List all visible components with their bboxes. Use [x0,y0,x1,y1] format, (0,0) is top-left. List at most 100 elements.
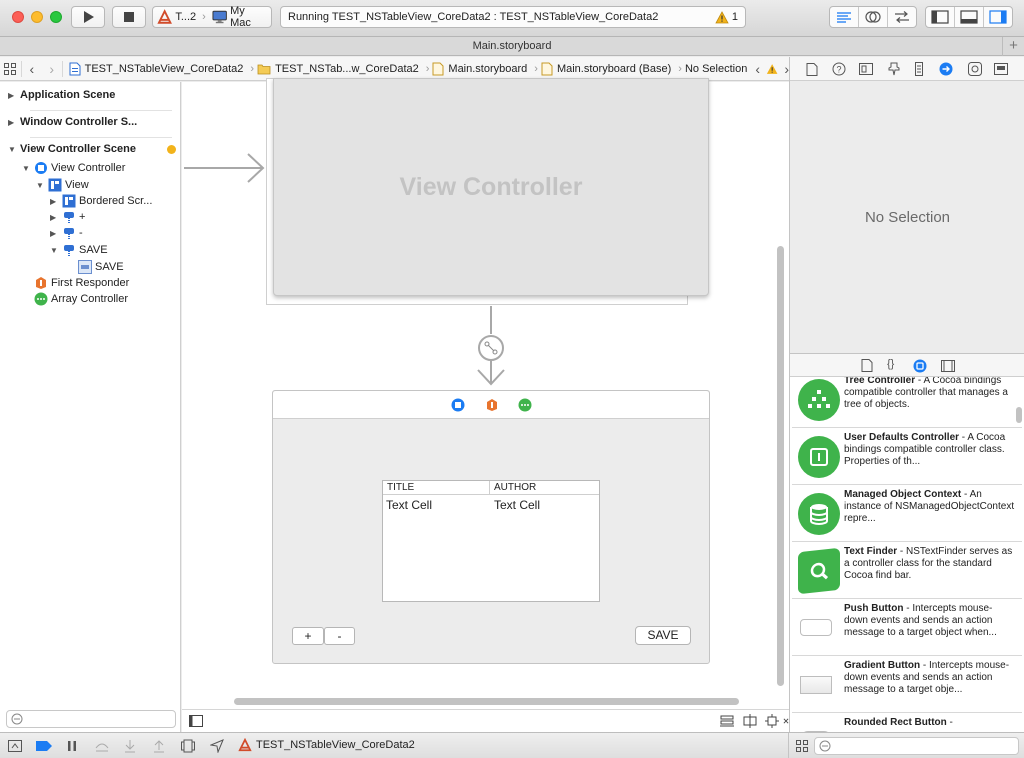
identity-inspector-icon[interactable] [859,63,873,75]
table-view[interactable]: TITLE AUTHOR Text Cell Text Cell [382,480,600,602]
pause-icon[interactable] [66,740,78,752]
library-item-user-defaults-controller[interactable]: User Defaults Controller - A Cocoa bindi… [792,430,1022,485]
scheme-selector[interactable]: T...2 › My Mac [152,5,272,29]
view-controller-scene[interactable]: TITLE AUTHOR Text Cell Text Cell + - SAV… [272,390,710,664]
column-header-author[interactable]: AUTHOR [494,482,537,493]
outline-view[interactable]: ▼ View [36,177,89,193]
library-item-managed-object-context[interactable]: Managed Object Context - An instance of … [792,487,1022,542]
outline-save-button-cell[interactable]: SAVE [78,259,124,275]
table-cell-title[interactable]: Text Cell [386,498,433,512]
forward-button[interactable]: › [42,60,63,77]
location-icon[interactable] [210,739,224,753]
connections-inspector-icon[interactable] [939,62,953,76]
bindings-inspector-icon[interactable] [968,62,982,76]
view-controller-window[interactable]: View Controller [273,78,709,296]
outline-view-controller-scene[interactable]: ▼ View Controller Scene [8,141,176,157]
help-icon[interactable]: ? [832,62,846,76]
effects-inspector-icon[interactable] [994,63,1008,75]
outline-bordered-scroll-view[interactable]: ▶ Bordered Scr... [50,193,152,209]
first-responder-icon[interactable] [485,398,499,412]
size-inspector-icon[interactable] [915,62,923,76]
related-items-button[interactable] [0,62,21,75]
step-out-icon[interactable] [153,739,165,753]
outline-view-controller[interactable]: ▼ View Controller [22,160,125,176]
minimize-window-button[interactable] [31,11,43,23]
debug-toggle-button[interactable] [955,7,984,27]
disclosure-expanded-icon[interactable]: ▼ [8,144,16,154]
vertical-scrollbar[interactable] [777,246,784,686]
stop-button[interactable] [112,6,146,28]
tab-main-storyboard[interactable]: Main.storyboard [472,40,552,52]
attributes-inspector-icon[interactable] [888,62,900,76]
editor-mode-control[interactable] [829,6,917,28]
warning-dot-icon[interactable] [167,145,176,154]
disclosure-expanded-icon[interactable]: ▼ [36,180,44,190]
jumpbar-storyboard-base[interactable]: Main.storyboard (Base) [541,62,671,76]
disclosure-collapsed-icon[interactable]: ▶ [50,212,57,222]
resolve-icon[interactable] [783,714,789,728]
outline-save-button[interactable]: ▼ SAVE [50,242,108,258]
align-icon[interactable] [742,714,758,728]
warning-icon[interactable] [715,10,729,24]
outline-toggle-icon[interactable] [189,715,203,727]
library-item-gradient-button[interactable]: Gradient Button - Intercepts mouse-down … [792,658,1022,713]
disclosure-collapsed-icon[interactable]: ▶ [50,196,57,206]
view-debugger-icon[interactable] [181,739,195,753]
standard-editor-button[interactable] [830,7,859,27]
outline-window-controller-scene[interactable]: ▶ Window Controller S... [8,114,137,130]
library-scrollbar[interactable] [1016,407,1022,423]
code-snippet-library-icon[interactable]: {} [887,358,895,370]
outline-application-scene[interactable]: ▶ Application Scene [8,87,115,103]
stack-icon[interactable] [720,715,734,727]
column-header-title[interactable]: TITLE [387,482,415,493]
disclosure-collapsed-icon[interactable]: ▶ [8,117,15,127]
outline-filter-field[interactable] [6,710,176,728]
warning-icon[interactable] [766,63,778,75]
remove-button[interactable]: - [324,627,355,645]
next-issue-button[interactable]: › [784,60,789,77]
view-controller-icon[interactable] [451,398,465,412]
jumpbar-storyboard[interactable]: Main.storyboard [432,62,527,76]
breakpoints-icon[interactable] [36,741,52,751]
library-item-push-button[interactable]: Push Button - Intercepts mouse-down even… [792,601,1022,656]
object-library-icon[interactable] [913,359,927,373]
horizontal-scrollbar[interactable] [234,698,739,705]
disclosure-collapsed-icon[interactable]: ▶ [50,228,57,238]
back-button[interactable]: ‹ [20,60,42,77]
grid-view-icon[interactable] [796,740,808,752]
utilities-toggle-button[interactable] [984,7,1012,27]
step-into-icon[interactable] [124,739,136,753]
step-over-icon[interactable] [95,740,109,752]
jumpbar-selection[interactable]: No Selection [685,63,747,75]
jumpbar-folder[interactable]: TEST_NSTab...w_CoreData2 [257,63,419,75]
save-button[interactable]: SAVE [635,626,691,645]
disclosure-expanded-icon[interactable]: ▼ [22,163,30,173]
disclosure-collapsed-icon[interactable]: ▶ [8,90,15,100]
navigator-toggle-button[interactable] [926,7,955,27]
file-inspector-icon[interactable] [806,63,818,76]
segue-connection[interactable] [472,304,512,386]
outline-array-controller[interactable]: Array Controller [34,291,128,307]
view-toggle-control[interactable] [925,6,1013,28]
outline-first-responder[interactable]: First Responder [34,275,129,291]
library-filter-field[interactable] [814,737,1019,755]
zoom-window-button[interactable] [50,11,62,23]
object-library-list[interactable]: Tree Controller - A Cocoa bindings compa… [790,377,1024,733]
library-item-text-finder[interactable]: Text Finder - NSTextFinder serves as a c… [792,544,1022,599]
library-item-tree-controller[interactable]: Tree Controller - A Cocoa bindings compa… [792,377,1022,428]
outline-plus-button[interactable]: ▶ + [50,209,85,225]
assistant-editor-button[interactable] [859,7,888,27]
add-tab-button[interactable]: + [1002,37,1024,56]
array-controller-icon[interactable] [518,398,532,412]
outline-minus-button[interactable]: ▶ - [50,225,83,241]
close-window-button[interactable] [12,11,24,23]
add-button[interactable]: + [292,627,324,645]
run-button[interactable] [71,6,105,28]
version-editor-button[interactable] [888,7,916,27]
table-cell-author[interactable]: Text Cell [494,498,541,512]
media-library-icon[interactable] [941,360,955,372]
previous-issue-button[interactable]: ‹ [755,60,760,77]
disclosure-expanded-icon[interactable]: ▼ [50,245,58,255]
file-template-library-icon[interactable] [861,359,873,372]
debug-target[interactable]: TEST_NSTableView_CoreData2 [238,738,415,752]
